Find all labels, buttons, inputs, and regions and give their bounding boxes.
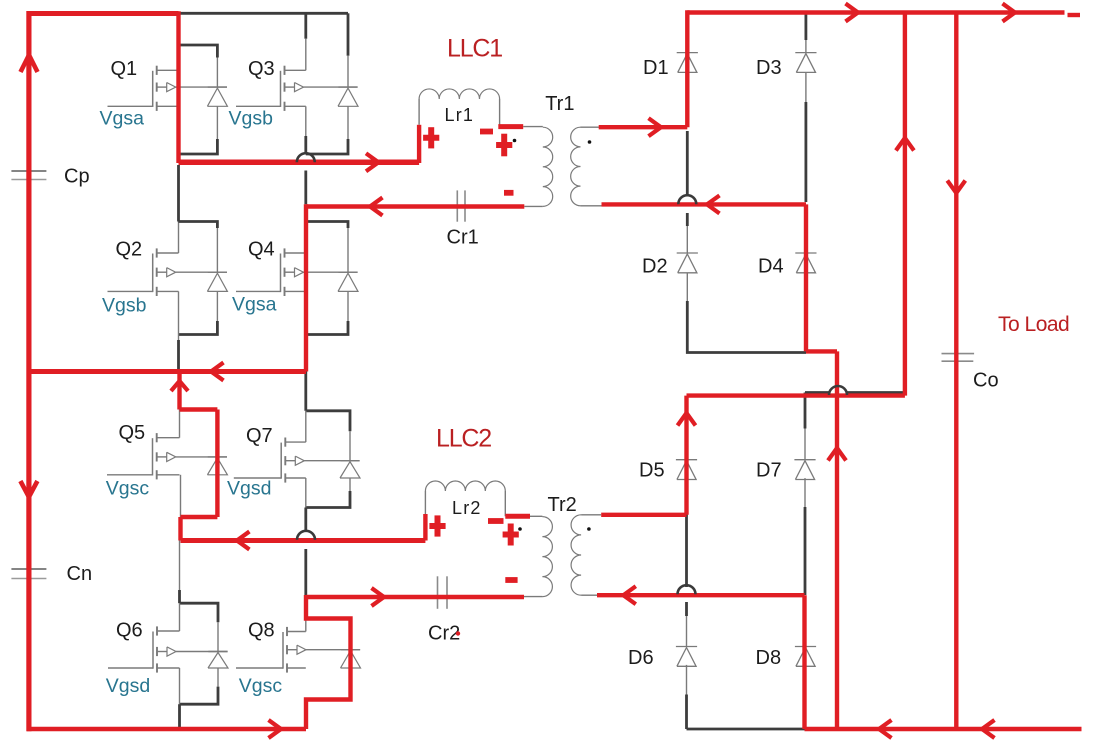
svg-text:Co: Co (973, 370, 999, 392)
svg-text:D7: D7 (756, 460, 782, 482)
svg-text:Tr1: Tr1 (545, 93, 574, 115)
svg-text:Cp: Cp (64, 166, 90, 188)
svg-text:D3: D3 (756, 57, 782, 79)
svg-text:Vgsd: Vgsd (106, 675, 150, 697)
svg-text:D5: D5 (639, 460, 665, 482)
svg-text:Cr2: Cr2 (428, 623, 460, 645)
svg-text:Q5: Q5 (119, 422, 146, 444)
svg-text:Q4: Q4 (248, 239, 275, 261)
svg-text:Vgsa: Vgsa (100, 108, 145, 130)
svg-text:D1: D1 (643, 57, 669, 79)
svg-text:Q6: Q6 (116, 620, 143, 642)
svg-text:Vgsc: Vgsc (106, 478, 150, 500)
svg-text:Lr2: Lr2 (452, 498, 482, 518)
svg-text:Q1: Q1 (111, 58, 138, 80)
svg-text:Vgsb: Vgsb (229, 108, 274, 130)
svg-text:LLC2: LLC2 (436, 425, 491, 453)
svg-text:D2: D2 (642, 256, 668, 278)
svg-text:To Load: To Load (998, 313, 1069, 336)
svg-text:Tr2: Tr2 (548, 494, 577, 516)
svg-text:Q7: Q7 (246, 425, 273, 447)
svg-text:Cn: Cn (67, 563, 93, 585)
svg-text:D8: D8 (756, 647, 782, 669)
svg-text:D4: D4 (758, 256, 784, 278)
svg-text:Q2: Q2 (116, 239, 143, 261)
svg-text:LLC1: LLC1 (447, 35, 502, 63)
svg-text:Vgsd: Vgsd (227, 478, 271, 500)
svg-text:Q3: Q3 (248, 58, 275, 80)
svg-text:Cr1: Cr1 (447, 226, 479, 248)
svg-text:Vgsa: Vgsa (232, 294, 277, 316)
svg-text:Lr1: Lr1 (445, 105, 475, 125)
svg-text:D6: D6 (628, 647, 654, 669)
svg-text:Vgsb: Vgsb (102, 295, 147, 317)
svg-text:Q8: Q8 (248, 620, 275, 642)
svg-text:Vgsc: Vgsc (239, 675, 283, 697)
